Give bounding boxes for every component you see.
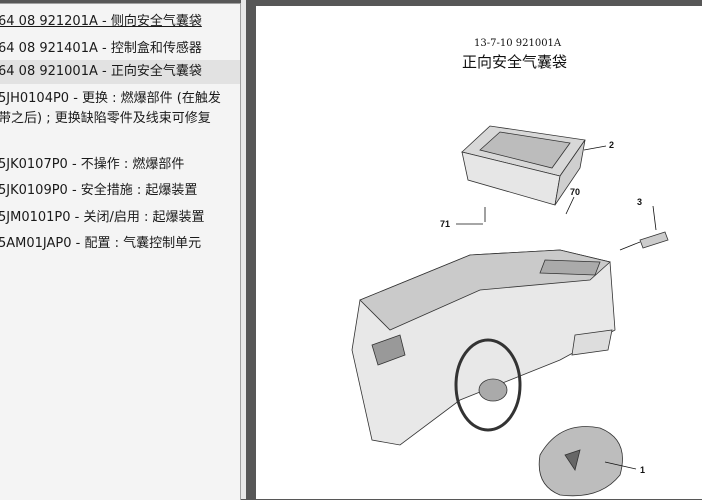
list-item[interactable]: 5JK0107P0 - 不操作 : 燃爆部件 (0, 157, 185, 172)
callout-71: 71 (440, 219, 450, 229)
airbag-diagram: 2 70 3 71 1 (351, 125, 669, 497)
list-item[interactable]: 5JH0104P0 - 更换 : 燃爆部件 (在触发 (0, 91, 221, 106)
list-item-continuation[interactable]: 带之后) ; 更换缺陷零件及线束可修复 (0, 111, 211, 126)
panel-gap (241, 0, 246, 499)
list-item[interactable]: 5JK0109P0 - 安全措施 : 起爆装置 (0, 183, 198, 198)
connector-part-3 (639, 231, 669, 249)
airbag-module-illustration (461, 125, 586, 206)
list-item[interactable]: 64 08 921201A - 侧向安全气囊袋 (0, 14, 202, 29)
document-title: 正向安全气囊袋 (462, 53, 568, 71)
callout-1: 1 (640, 465, 645, 475)
splitter-handle[interactable] (246, 0, 498, 499)
list-item-selected[interactable]: 64 08 921001A - 正向安全气囊袋 (0, 60, 240, 84)
list-item[interactable]: 64 08 921401A - 控制盒和传感器 (0, 41, 202, 56)
document-page: 13-7-10 921001A 正向安全气囊袋 (256, 6, 702, 499)
callout-70: 70 (570, 187, 580, 197)
list-item[interactable]: 5JM0101P0 - 关闭/启用 : 起爆装置 (0, 210, 205, 225)
document-code: 13-7-10 921001A (474, 38, 562, 49)
callout-3: 3 (637, 197, 642, 207)
dashboard-illustration (351, 249, 623, 497)
procedure-list-panel: 64 08 921201A - 侧向安全气囊袋 64 08 921401A - … (0, 3, 241, 500)
callout-2: 2 (609, 140, 614, 150)
callout-leaders (456, 145, 657, 470)
list-item[interactable]: 5AM01JAP0 - 配置 : 气囊控制单元 (0, 236, 202, 251)
